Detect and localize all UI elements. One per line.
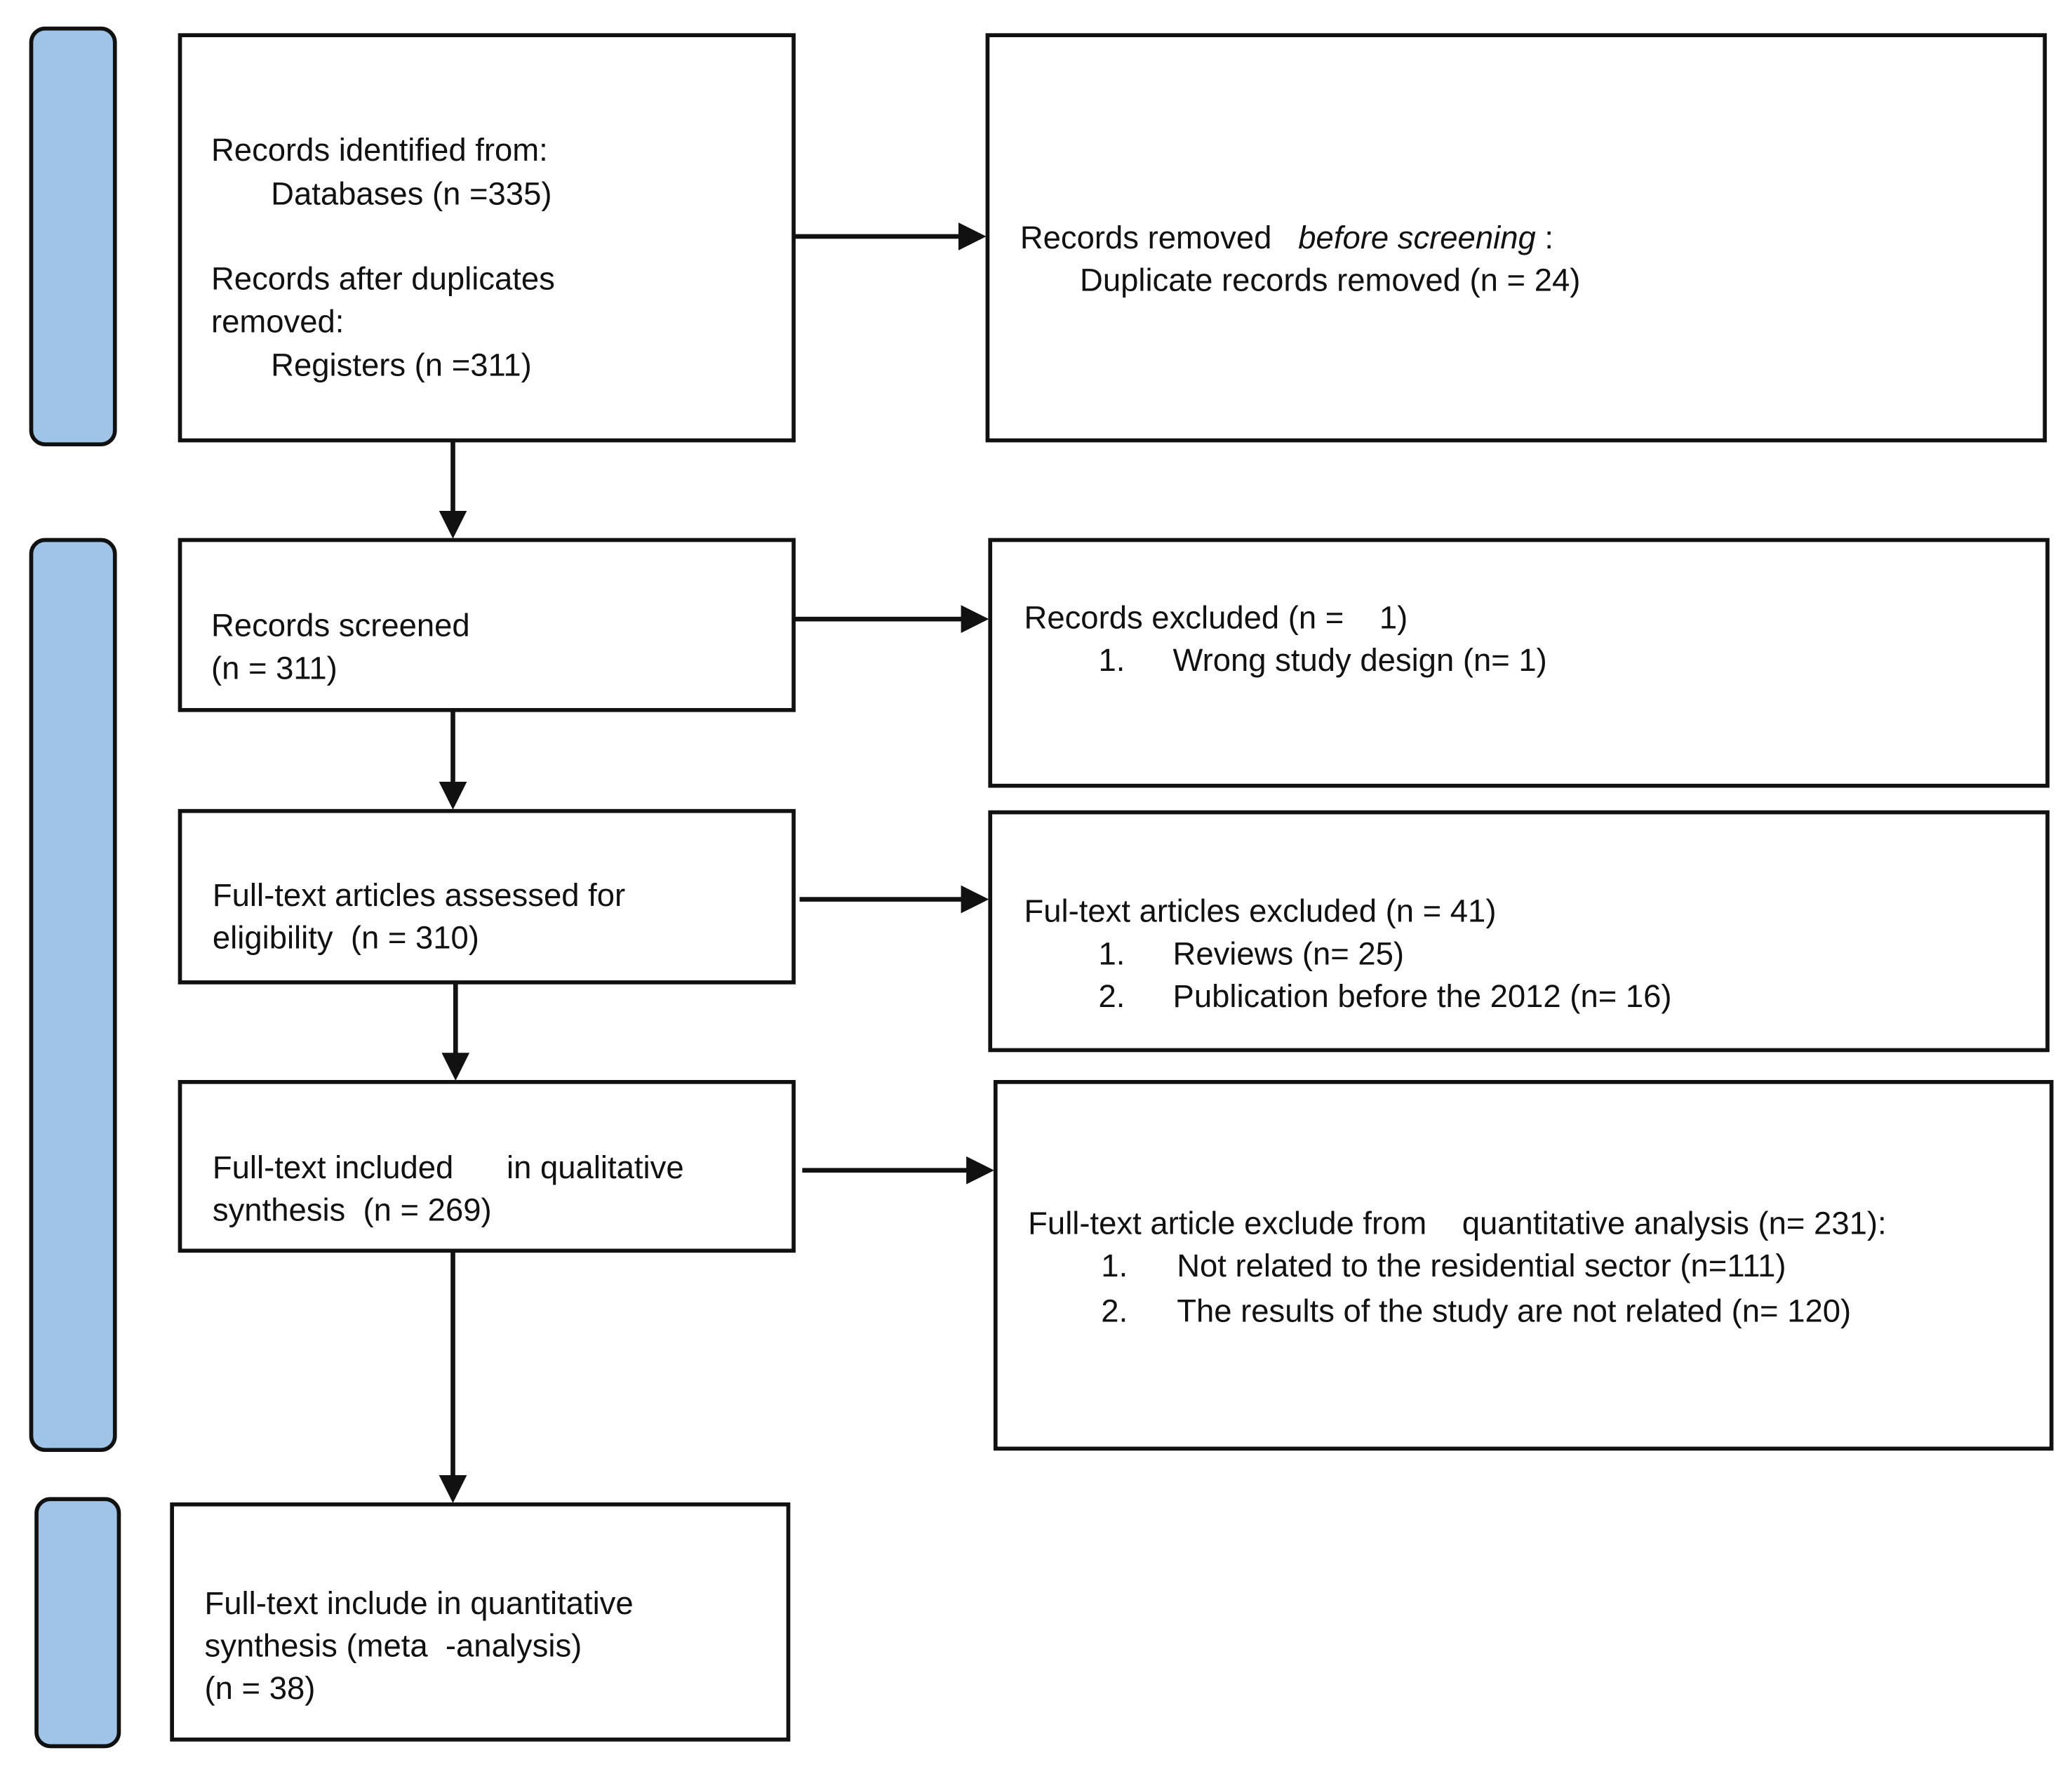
removed-title: Records removed before screening : [1020, 218, 1553, 260]
removed-colon: : [1544, 220, 1553, 257]
excluded-item-text: Wrong study design (n= 1) [1172, 643, 1547, 679]
fulltext-excluded-item-num: 2. [1098, 979, 1125, 1015]
quantitative-line: Full-text include in quantitative [204, 1586, 634, 1622]
quant-excluded-item-num: 1. [1101, 1248, 1128, 1285]
excluded-box: Records excluded (n = 1) 1. Wrong study … [988, 538, 2050, 788]
identification-line: Records after duplicates [210, 261, 555, 298]
fulltext-excluded-item-text: Reviews (n= 25) [1172, 936, 1405, 973]
qualitative-line: Full-text included in qualitative [212, 1150, 684, 1187]
fulltext-excluded-box: Ful-text articles excluded (n = 41) 1. R… [988, 810, 2050, 1053]
assessed-line: Full-text articles assessed for [212, 878, 626, 914]
removed-item: Duplicate records removed (n = 24) [1080, 262, 1581, 299]
removed-label: Records removed [1020, 220, 1272, 257]
identification-line: Databases (n =335) [271, 176, 552, 213]
assessed-line: eligibility (n = 310) [212, 920, 479, 956]
identification-box: Records identified from: Databases (n =3… [178, 33, 796, 443]
removed-box: Records removed before screening : Dupli… [985, 33, 2047, 443]
quant-excluded-title: Full-text article exclude from quantitat… [1028, 1206, 1887, 1242]
identification-line: Records identified from: [210, 133, 548, 169]
quant-excluded-box: Full-text article exclude from quantitat… [993, 1080, 2054, 1451]
screened-line: (n = 311) [210, 651, 337, 687]
excluded-item-num: 1. [1098, 643, 1125, 679]
fulltext-excluded-item-text: Publication before the 2012 (n= 16) [1172, 979, 1672, 1015]
removed-label-italic: before screening [1298, 220, 1536, 257]
excluded-title: Records excluded (n = 1) [1024, 600, 1408, 636]
stage-bar-screening [29, 538, 117, 1453]
stage-bar-identification [29, 26, 117, 447]
stage-bar-included [34, 1497, 121, 1749]
identification-line: Registers (n =311) [271, 347, 532, 385]
screened-line: Records screened [210, 608, 470, 645]
qualitative-box: Full-text included in qualitative synthe… [178, 1080, 796, 1253]
assessed-box: Full-text articles assessed for eligibil… [178, 808, 796, 985]
quant-excluded-item-text: Not related to the residential sector (n… [1177, 1248, 1786, 1285]
quantitative-line: synthesis (meta -analysis) [204, 1628, 582, 1665]
quant-excluded-item-num: 2. [1101, 1293, 1128, 1330]
identification-line: removed: [210, 304, 345, 340]
quantitative-line: (n = 38) [204, 1671, 316, 1707]
fulltext-excluded-title: Ful-text articles excluded (n = 41) [1024, 893, 1497, 931]
quantitative-box: Full-text include in quantitative synthe… [170, 1502, 791, 1742]
quant-excluded-item-text: The results of the study are not related… [1177, 1293, 1852, 1330]
screened-box: Records screened (n = 311) [178, 538, 796, 712]
fulltext-excluded-item-num: 1. [1098, 936, 1125, 973]
qualitative-line: synthesis (n = 269) [212, 1192, 492, 1229]
